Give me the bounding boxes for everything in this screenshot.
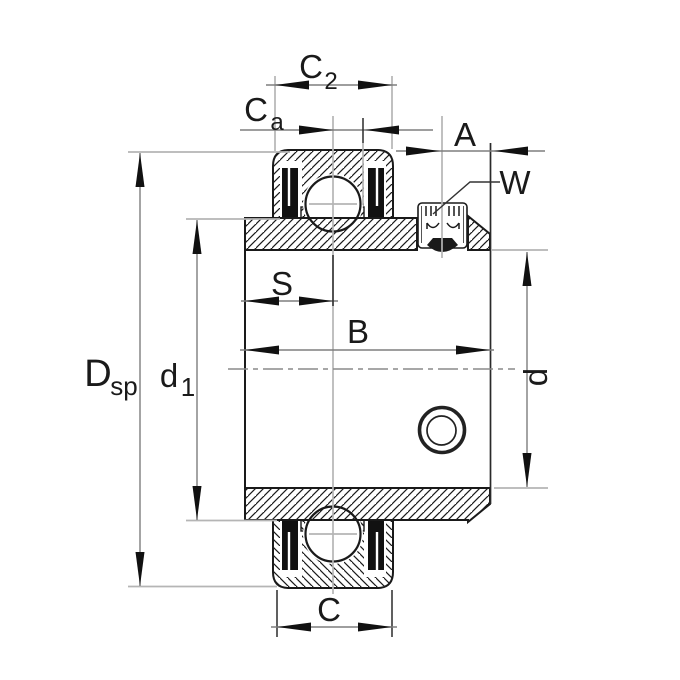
extension-lines	[128, 76, 548, 594]
dim-label-d1: d1	[160, 357, 195, 402]
dim-label-a: A	[454, 116, 476, 153]
screw-hole-circle	[417, 405, 467, 455]
dim-label-d: d	[517, 368, 554, 386]
dim-label-ca: Ca	[244, 91, 284, 136]
dim-label-s: S	[271, 265, 293, 302]
screw-socket-marks	[425, 206, 460, 229]
dim-label-c2: C2	[299, 48, 338, 95]
dim-label-dsp: Dsp	[84, 353, 137, 401]
dim-label-b: B	[347, 313, 369, 350]
dim-label-w: W	[499, 164, 531, 201]
dimension-lines	[135, 80, 545, 637]
dim-label-c: C	[317, 591, 341, 628]
w-leader-line	[432, 181, 500, 215]
bottom-bearing-section	[244, 487, 491, 590]
